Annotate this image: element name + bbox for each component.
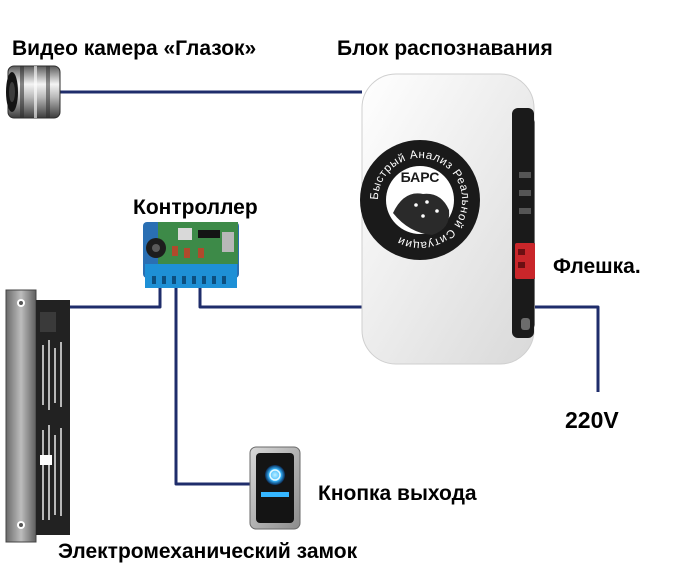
flash-drive-icon (515, 243, 535, 279)
flash-drive-label: Флешка. (553, 255, 641, 278)
exit-button-label: Кнопка выхода (318, 482, 477, 505)
wire-controller-to-lock (42, 288, 162, 309)
wires (42, 90, 600, 486)
camera-icon (6, 65, 61, 119)
logo-center-text: БАРС (401, 169, 440, 185)
controller-icon (143, 222, 239, 288)
exit-button-icon (249, 446, 301, 530)
wire-controller-to-exit-button (174, 288, 250, 486)
recognition-unit-icon: Быстрый Анализ Реальной Ситуации БАРС (360, 73, 535, 365)
lock-label: Электромеханический замок (58, 540, 358, 563)
wire-controller-to-unit (198, 288, 382, 309)
power-label: 220V (565, 407, 619, 433)
controller-label: Контроллер (133, 196, 258, 219)
electromechanical-lock-icon (5, 289, 70, 543)
recognition-unit-label: Блок распознавания (337, 37, 553, 60)
snow-leopard-icon (393, 193, 450, 235)
camera-label: Видео камера «Глазок» (12, 37, 257, 60)
wire-unit-to-power (530, 305, 600, 392)
